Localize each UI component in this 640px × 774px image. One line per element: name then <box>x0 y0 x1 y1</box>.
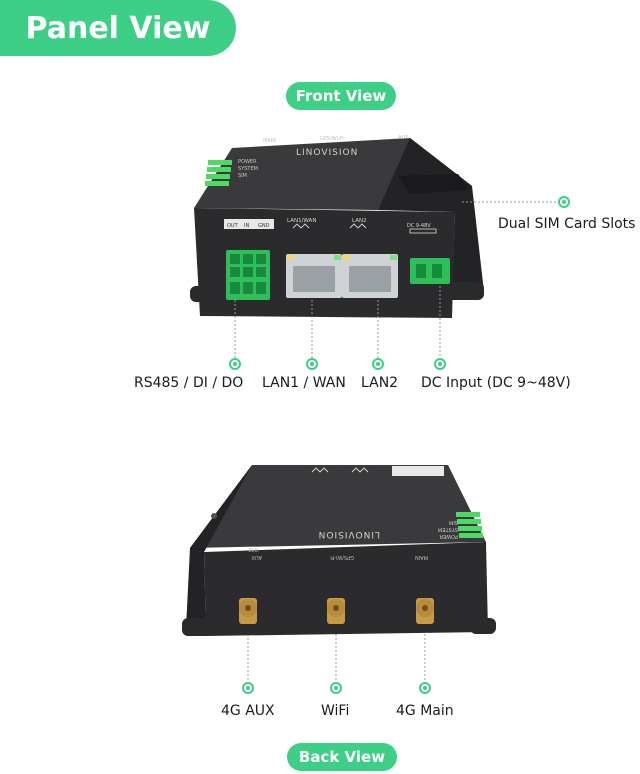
back-device-illustration: LINOVISION MAIN GPS/Wi-Fi AUX R32 POWER … <box>182 465 496 636</box>
callout-dot-sim <box>558 196 570 208</box>
terminal-pin-7 <box>230 282 240 294</box>
front-device-illustration: POWER SYSTEM SIM LINOVISION MAIN GPS/Wi-… <box>190 135 484 318</box>
port-label-lan1: LAN1/WAN <box>287 218 316 224</box>
front-top-label-gps: GPS/Wi-Fi <box>320 136 344 142</box>
back-mount-left <box>182 618 212 636</box>
back-led-label-system: SYSTEM <box>438 526 458 532</box>
led-sim <box>206 174 230 179</box>
lan2-led-left <box>343 255 350 260</box>
label-lan2: LAN2 <box>361 375 399 391</box>
lan2-rj45-inner <box>349 266 391 292</box>
dc-pin-2 <box>432 264 442 278</box>
front-view-badge: Front View <box>286 82 396 110</box>
back-led-label-sim: SIM <box>449 519 458 525</box>
back-brand: LINOVISION <box>318 529 380 539</box>
terminal-pin-6 <box>256 267 266 277</box>
terminal-label-in: IN <box>244 223 249 229</box>
callout-dot-wifi <box>330 682 342 694</box>
label-dc: DC Input (DC 9~48V) <box>421 375 571 391</box>
port-label-dc: DC 9-48V <box>407 223 431 229</box>
front-top-label-aux: AUX <box>398 135 409 141</box>
back-device-side <box>186 465 252 634</box>
lan2-led-right <box>390 255 397 260</box>
back-led-3 <box>458 526 482 531</box>
led-label-sim: SIM <box>238 173 247 179</box>
front-brand: LINOVISION <box>296 148 358 158</box>
callout-dot-main <box>419 682 431 694</box>
led-label-system: SYSTEM <box>238 166 258 172</box>
led-power <box>208 160 232 165</box>
label-4g-main: 4G Main <box>396 703 454 719</box>
led-system <box>207 167 231 172</box>
callout-dot-rs485 <box>229 358 241 370</box>
back-label-r32: R32 <box>248 546 258 552</box>
sim-slot-area <box>398 174 470 194</box>
back-view-badge: Back View <box>287 743 397 771</box>
led-label-power: POWER <box>238 159 257 165</box>
back-lan-icon-2 <box>351 467 369 473</box>
terminal-pin-9 <box>256 282 266 294</box>
label-sim: Dual SIM Card Slots <box>498 216 636 232</box>
dc-pin-1 <box>416 264 426 278</box>
label-lan1: LAN1 / WAN <box>262 375 346 391</box>
front-mount-right <box>446 282 484 300</box>
terminal-pin-5 <box>243 267 253 277</box>
port-label-lan2: LAN2 <box>352 218 367 224</box>
terminal-pin-8 <box>243 282 253 294</box>
back-lan-icon-1 <box>311 467 329 473</box>
terminal-pin-3 <box>256 254 266 264</box>
page-title: Panel View <box>0 0 236 56</box>
front-top-label-main: MAIN <box>263 138 276 144</box>
back-led-label-power: POWER <box>439 533 458 539</box>
main-antenna-pin <box>422 605 428 611</box>
lan1-port-icon <box>292 223 310 229</box>
callout-dot-lan1 <box>306 358 318 370</box>
lan1-led-left <box>287 255 294 260</box>
back-screw <box>211 513 217 519</box>
terminal-pin-1 <box>230 254 240 264</box>
wifi-antenna-pin <box>333 605 339 611</box>
back-led-4 <box>459 533 483 538</box>
terminal-pin-2 <box>243 254 253 264</box>
back-led-2 <box>457 519 481 524</box>
label-wifi: WiFi <box>321 703 350 719</box>
back-label-main: MAIN <box>415 554 428 560</box>
terminal-label-gnd: GND <box>258 223 270 229</box>
lan2-port-icon <box>349 223 367 229</box>
aux-antenna-pin <box>245 605 251 611</box>
label-rs485: RS485 / DI / DO <box>134 375 244 391</box>
terminal-label-out: OUT <box>227 223 239 229</box>
lan1-led-right <box>334 255 341 260</box>
terminal-pin-4 <box>230 267 240 277</box>
back-led-1 <box>456 512 480 517</box>
lan1-rj45-inner <box>293 266 335 292</box>
led-signal <box>205 181 229 186</box>
callout-dot-lan2 <box>372 358 384 370</box>
back-label-aux: AUX <box>251 554 262 560</box>
label-4g-aux: 4G AUX <box>221 703 275 719</box>
callout-dot-aux <box>242 682 254 694</box>
back-label-gps: GPS/Wi-Fi <box>330 554 354 560</box>
terminal-label-box <box>224 219 274 229</box>
dc-polarity-mark <box>409 228 437 234</box>
callout-dot-dc <box>434 358 446 370</box>
back-device-top <box>190 465 486 548</box>
back-port-label-strip <box>392 466 444 476</box>
